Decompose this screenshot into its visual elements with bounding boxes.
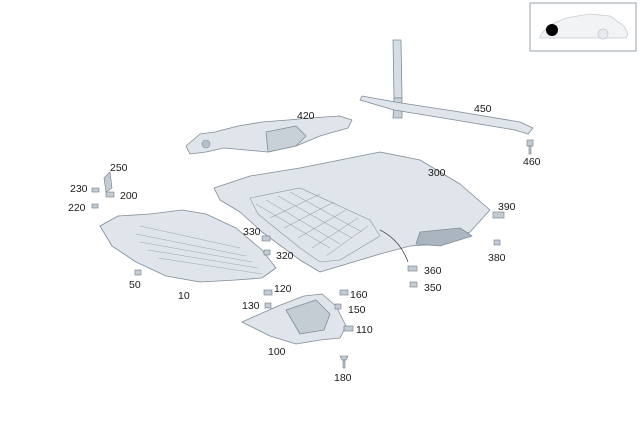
label-50: 50 bbox=[129, 279, 141, 291]
part-120-clip bbox=[263, 289, 273, 296]
label-330: 330 bbox=[243, 226, 261, 238]
part-150-clip bbox=[334, 303, 342, 310]
part-390-clip bbox=[492, 211, 505, 219]
label-100: 100 bbox=[268, 346, 286, 358]
part-450-strut bbox=[359, 39, 534, 135]
part-380-clip bbox=[493, 239, 501, 246]
label-160: 160 bbox=[350, 289, 368, 301]
part-460-bolt bbox=[526, 139, 534, 155]
part-160-clip bbox=[339, 289, 349, 296]
part-180-bolt bbox=[339, 355, 349, 369]
label-300: 300 bbox=[428, 167, 446, 179]
callout-labels: 10 50 100 110 120 130 150 160 180 200 22… bbox=[68, 103, 541, 384]
part-330-clip bbox=[261, 235, 271, 242]
location-marker-icon bbox=[546, 24, 558, 36]
part-200-clip bbox=[105, 191, 115, 198]
label-220: 220 bbox=[68, 202, 86, 214]
label-390: 390 bbox=[498, 201, 516, 213]
label-200: 200 bbox=[120, 190, 138, 202]
label-380: 380 bbox=[488, 252, 506, 264]
vehicle-thumbnail bbox=[529, 2, 637, 52]
label-10: 10 bbox=[178, 290, 190, 302]
label-120: 120 bbox=[274, 283, 292, 295]
label-130: 130 bbox=[242, 300, 260, 312]
part-230-clip bbox=[91, 187, 100, 193]
part-10-front-panel bbox=[99, 209, 277, 283]
part-350-clip bbox=[409, 281, 418, 288]
part-420-bracket bbox=[185, 115, 353, 155]
label-250: 250 bbox=[110, 162, 128, 174]
part-360-clip bbox=[407, 265, 418, 272]
label-230: 230 bbox=[70, 183, 88, 195]
label-460: 460 bbox=[523, 156, 541, 168]
part-320-clip bbox=[263, 249, 271, 256]
label-180: 180 bbox=[334, 372, 352, 384]
part-300-underbody-panel bbox=[213, 151, 491, 273]
label-150: 150 bbox=[348, 304, 366, 316]
part-220-clip bbox=[91, 203, 99, 209]
label-420: 420 bbox=[297, 110, 315, 122]
part-130-clip bbox=[264, 302, 272, 309]
part-110-clip bbox=[343, 325, 354, 332]
label-110: 110 bbox=[356, 324, 373, 336]
label-360: 360 bbox=[424, 265, 442, 277]
label-350: 350 bbox=[424, 282, 442, 294]
label-320: 320 bbox=[276, 250, 294, 262]
label-450: 450 bbox=[474, 103, 492, 115]
part-250-bracket bbox=[103, 171, 113, 193]
part-50-clip bbox=[134, 269, 142, 276]
